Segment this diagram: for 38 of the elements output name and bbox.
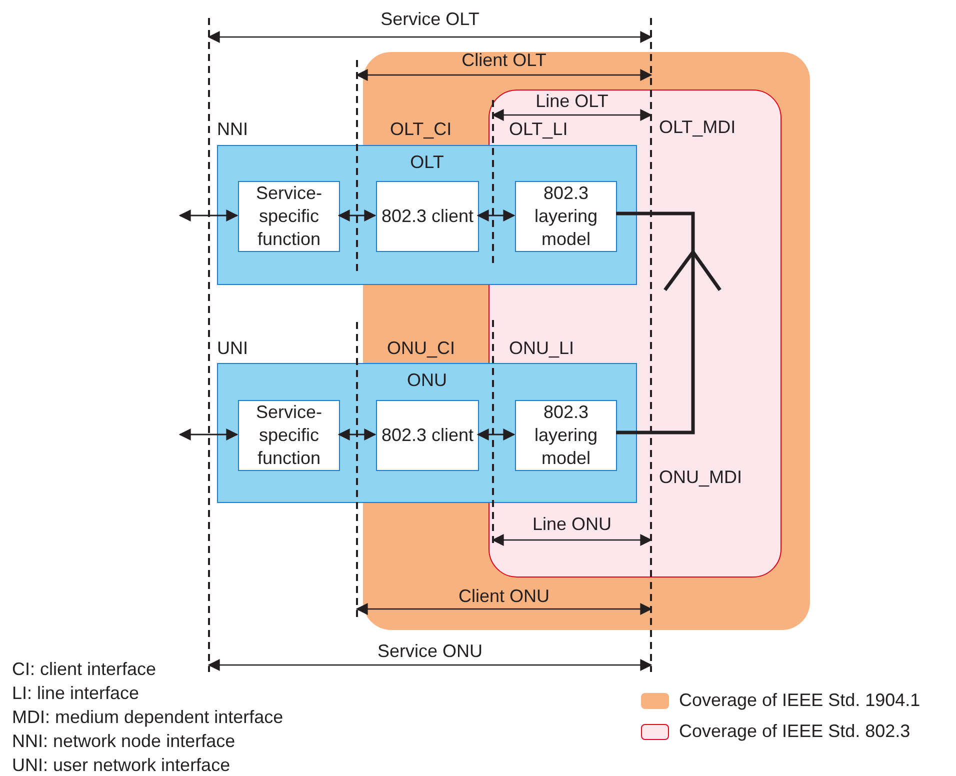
interface-label: ONU_CI [387, 338, 456, 359]
abbreviation-note: CI: client interface [12, 659, 156, 680]
abbreviation-note: UNI: user network interface [12, 755, 230, 776]
interface-label: NNI [217, 119, 248, 140]
layer-box: 802.3 layering model [515, 181, 617, 252]
function-box: Service-specific function [238, 400, 340, 471]
interface-label: ONU_LI [509, 338, 574, 359]
device-box [217, 145, 637, 285]
dimension-label: Client OLT [462, 50, 546, 71]
client-box: 802.3 client [376, 181, 479, 252]
interface-label: OLT_LI [509, 119, 568, 140]
dimension-label: Line OLT [536, 91, 608, 112]
arrow [338, 210, 376, 222]
client-box: 802.3 client [376, 400, 479, 471]
legend-label: Coverage of IEEE Std. 802.3 [679, 721, 910, 742]
interface-label: OLT_MDI [659, 117, 736, 138]
dimension-label: Service OLT [380, 9, 480, 30]
dimension-label: Line ONU [532, 514, 612, 535]
function-box: Service-specific function [238, 181, 340, 252]
interface-label: ONU_MDI [659, 467, 742, 488]
arrow [178, 428, 238, 440]
device-box [217, 363, 637, 503]
interface-label: OLT_CI [390, 119, 452, 140]
device-title: OLT [409, 152, 445, 173]
dimension-label: Client ONU [458, 586, 550, 607]
interface-label: UNI [217, 338, 248, 359]
abbreviation-note: NNI: network node interface [12, 731, 236, 752]
fiber-line [616, 212, 695, 434]
arrow [178, 210, 238, 222]
arrow [476, 428, 516, 440]
dimension-label: Service ONU [377, 641, 483, 662]
arrow [338, 428, 376, 440]
device-title: ONU [406, 370, 448, 391]
legend-label: Coverage of IEEE Std. 1904.1 [679, 690, 920, 711]
abbreviation-note: LI: line interface [12, 683, 140, 704]
abbreviation-note: MDI: medium dependent interface [12, 707, 284, 728]
layer-box: 802.3 layering model [515, 400, 617, 471]
arrow [476, 210, 516, 222]
